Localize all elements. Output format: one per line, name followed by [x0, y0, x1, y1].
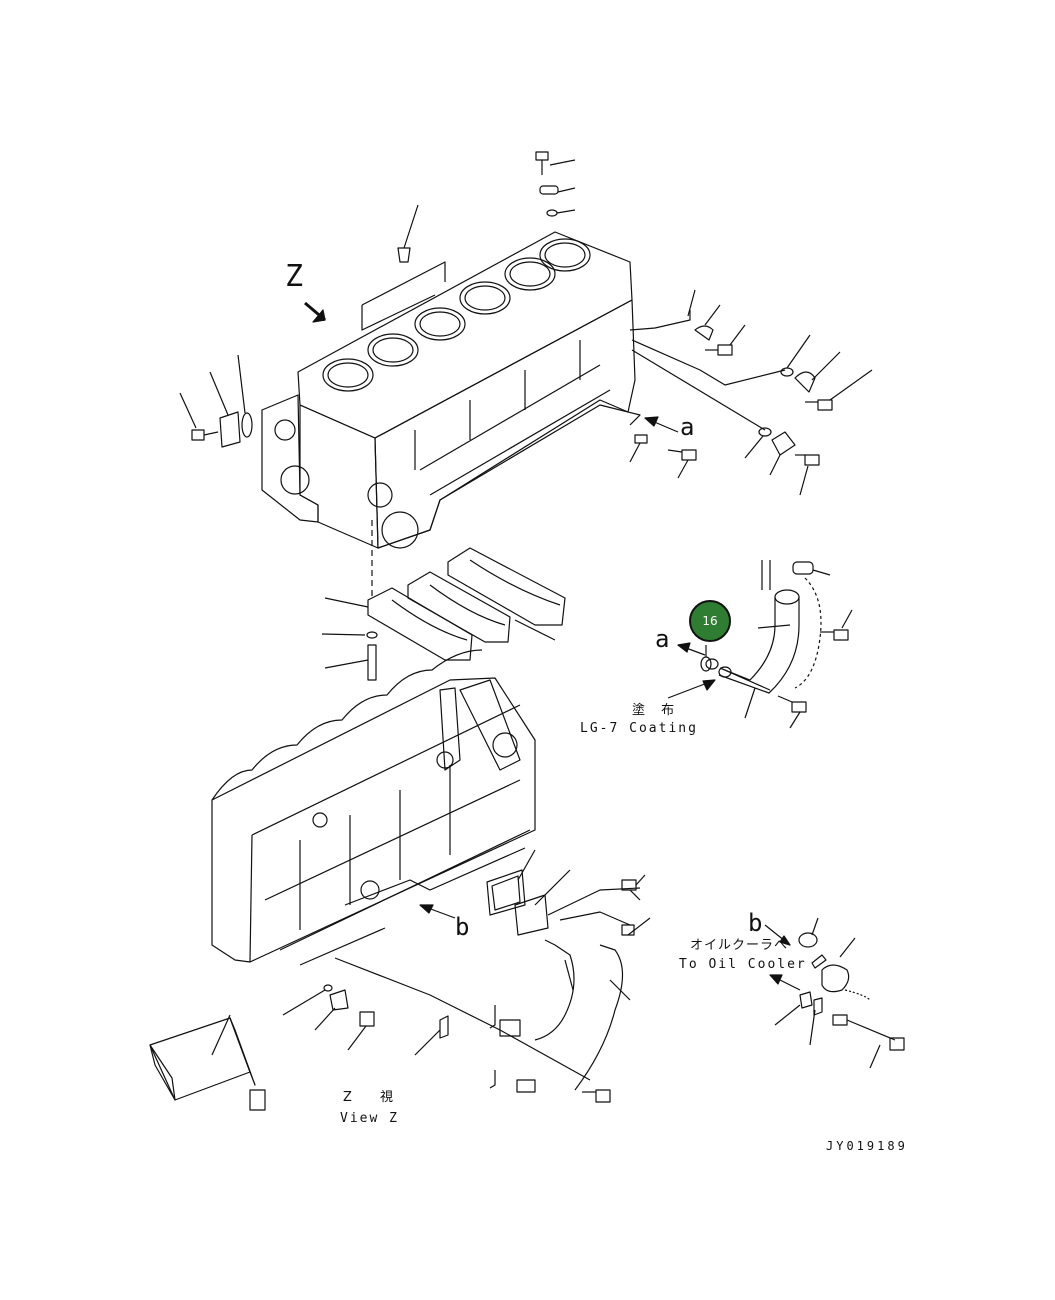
top-parts: [361, 151, 576, 331]
cylinder-block-top: [261, 231, 641, 549]
view-z-label: Z: [285, 259, 304, 294]
cylinder-bores: [322, 238, 591, 392]
oil-cooler-en-label: To Oil Cooler: [679, 957, 807, 972]
main-bearing-caps: [321, 520, 566, 681]
drawing-id-label: JY019189: [826, 1139, 908, 1153]
view-z-jp-label: Z 視: [343, 1090, 406, 1105]
arrow-b-low-label: b: [455, 913, 470, 941]
arrow-b-right-label: b: [748, 909, 763, 937]
arrow-a-top-label: a: [680, 413, 695, 441]
cylinder-block-lower: [211, 649, 536, 963]
callout-number: 16: [702, 614, 718, 628]
coating-en-label: LG-7 Coating: [580, 721, 698, 736]
oil-cooler-parts: [764, 917, 905, 1069]
lower-parts: [149, 847, 651, 1111]
callout-16-badge[interactable]: 16: [689, 600, 731, 642]
view-z-arrow: [304, 301, 326, 323]
oil-cooler-jp-label: オイルクーラへ: [690, 938, 789, 953]
view-z-en-label: View Z: [340, 1111, 399, 1126]
oil-filler-group: [667, 560, 853, 729]
coating-jp-label: 塗 布: [632, 703, 681, 718]
arrow-a-mid-label: a: [655, 625, 670, 653]
left-side-parts: [179, 354, 253, 448]
right-side-parts-top: [629, 289, 873, 496]
